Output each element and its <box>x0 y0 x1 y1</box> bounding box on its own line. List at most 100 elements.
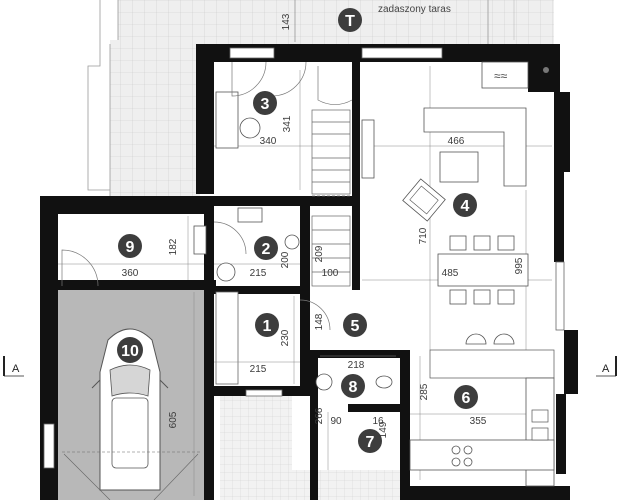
badge-room-5-label: 5 <box>351 318 360 335</box>
door-swing <box>299 299 331 331</box>
burner <box>463 445 473 455</box>
wall <box>554 172 564 262</box>
wall <box>554 92 570 172</box>
room-4-depth: 710 <box>418 227 429 244</box>
wall <box>556 394 566 474</box>
chair <box>497 235 515 251</box>
badge-terrace-circle <box>338 8 362 32</box>
kitchen-island <box>429 349 555 379</box>
toilet <box>284 234 300 250</box>
wall <box>564 330 578 394</box>
badge-terrace: T <box>338 8 362 32</box>
fireplace <box>481 61 529 89</box>
badge-room-3: 3 <box>253 91 277 115</box>
toilet <box>375 375 393 389</box>
window <box>361 47 443 59</box>
room-7-width: 90 <box>330 416 342 427</box>
badge-room-4: 4 <box>453 193 477 217</box>
car-roof <box>111 397 149 469</box>
room-8-width: 218 <box>348 360 365 371</box>
badge-room-3-circle <box>253 91 277 115</box>
wall <box>348 404 410 412</box>
room-2-width: 215 <box>250 268 267 279</box>
wall <box>40 196 210 214</box>
room-2-depth: 200 <box>280 251 291 268</box>
wall <box>310 350 410 358</box>
armchair-icon <box>402 178 446 222</box>
chair <box>239 117 261 139</box>
stair-block <box>311 215 351 287</box>
badge-room-2-label: 2 <box>262 241 271 258</box>
sofa <box>423 107 527 187</box>
entrance-porch <box>220 396 292 500</box>
badge-room-8-label: 8 <box>349 379 358 396</box>
badge-room-7-circle <box>358 429 382 453</box>
car-mirror <box>159 379 169 389</box>
car-icon <box>91 328 169 491</box>
room-badges: T 3 4 2 9 1 5 8 <box>117 8 478 453</box>
terrace: 143 zadaszony taras <box>87 0 554 200</box>
wall <box>400 350 410 500</box>
room-4-dining: 485 <box>442 268 459 279</box>
badge-room-7-label: 7 <box>366 434 375 451</box>
room-5-dim: 148 <box>314 313 325 330</box>
fireplace-icon: ≈≈ <box>494 69 508 83</box>
window <box>229 47 275 59</box>
door-swing <box>271 61 307 97</box>
room-6-width: 355 <box>470 416 487 427</box>
terrace-label: zadaszony taras <box>378 4 451 15</box>
stairs-dim-1: 209 <box>314 245 325 262</box>
room-4-width: 466 <box>448 136 465 147</box>
washbasin <box>315 373 333 391</box>
windows <box>43 47 565 469</box>
room-7-wall: 16 <box>372 416 384 427</box>
wall <box>210 286 310 294</box>
terrace-paving <box>118 0 488 44</box>
badge-room-6-circle <box>454 385 478 409</box>
cabinet <box>193 225 207 255</box>
chair <box>473 235 491 251</box>
kitchen-counter <box>409 439 555 471</box>
badge-room-2-circle <box>254 236 278 260</box>
section-mark-right-label: A <box>602 363 610 375</box>
wall <box>300 206 310 396</box>
armchair <box>402 178 446 222</box>
door-swing <box>317 66 353 105</box>
sink <box>531 409 549 423</box>
window <box>245 389 283 397</box>
room-7-door: 149 <box>378 421 389 438</box>
section-mark-left: A <box>3 356 24 377</box>
stairs <box>311 109 351 287</box>
room-7-depth: 266 <box>314 407 325 424</box>
badge-room-6: 6 <box>454 385 478 409</box>
badge-room-7: 7 <box>358 429 382 453</box>
chair <box>497 289 515 305</box>
window <box>215 291 239 385</box>
burner <box>463 457 473 467</box>
terrace-paving-left <box>110 40 200 200</box>
badge-room-1-circle <box>255 313 279 337</box>
badge-room-9: 9 <box>118 234 142 258</box>
stair-block <box>311 109 351 195</box>
dimension-labels: 340 341 466 710 485 995 215 200 360 182 … <box>122 115 525 438</box>
room-3-width: 340 <box>260 136 277 147</box>
stairs-dim-2: 100 <box>322 268 339 279</box>
wall <box>196 44 214 194</box>
room-4-length: 995 <box>514 257 525 274</box>
dining-table <box>437 253 529 287</box>
terrace-paving-right <box>488 0 554 46</box>
stool <box>493 333 515 345</box>
window <box>43 423 55 469</box>
badge-room-4-label: 4 <box>461 198 470 215</box>
wall <box>210 196 360 206</box>
dining-chairs <box>449 235 515 305</box>
badge-terrace-label: T <box>345 13 355 30</box>
badge-room-1-label: 1 <box>263 318 272 335</box>
badge-room-10-label: 10 <box>121 343 139 360</box>
badge-room-10-circle <box>117 337 143 363</box>
badge-room-8: 8 <box>341 374 365 398</box>
car-windshield <box>109 364 151 397</box>
room-9-depth: 182 <box>168 238 179 255</box>
window <box>555 261 565 331</box>
wall <box>310 350 318 500</box>
